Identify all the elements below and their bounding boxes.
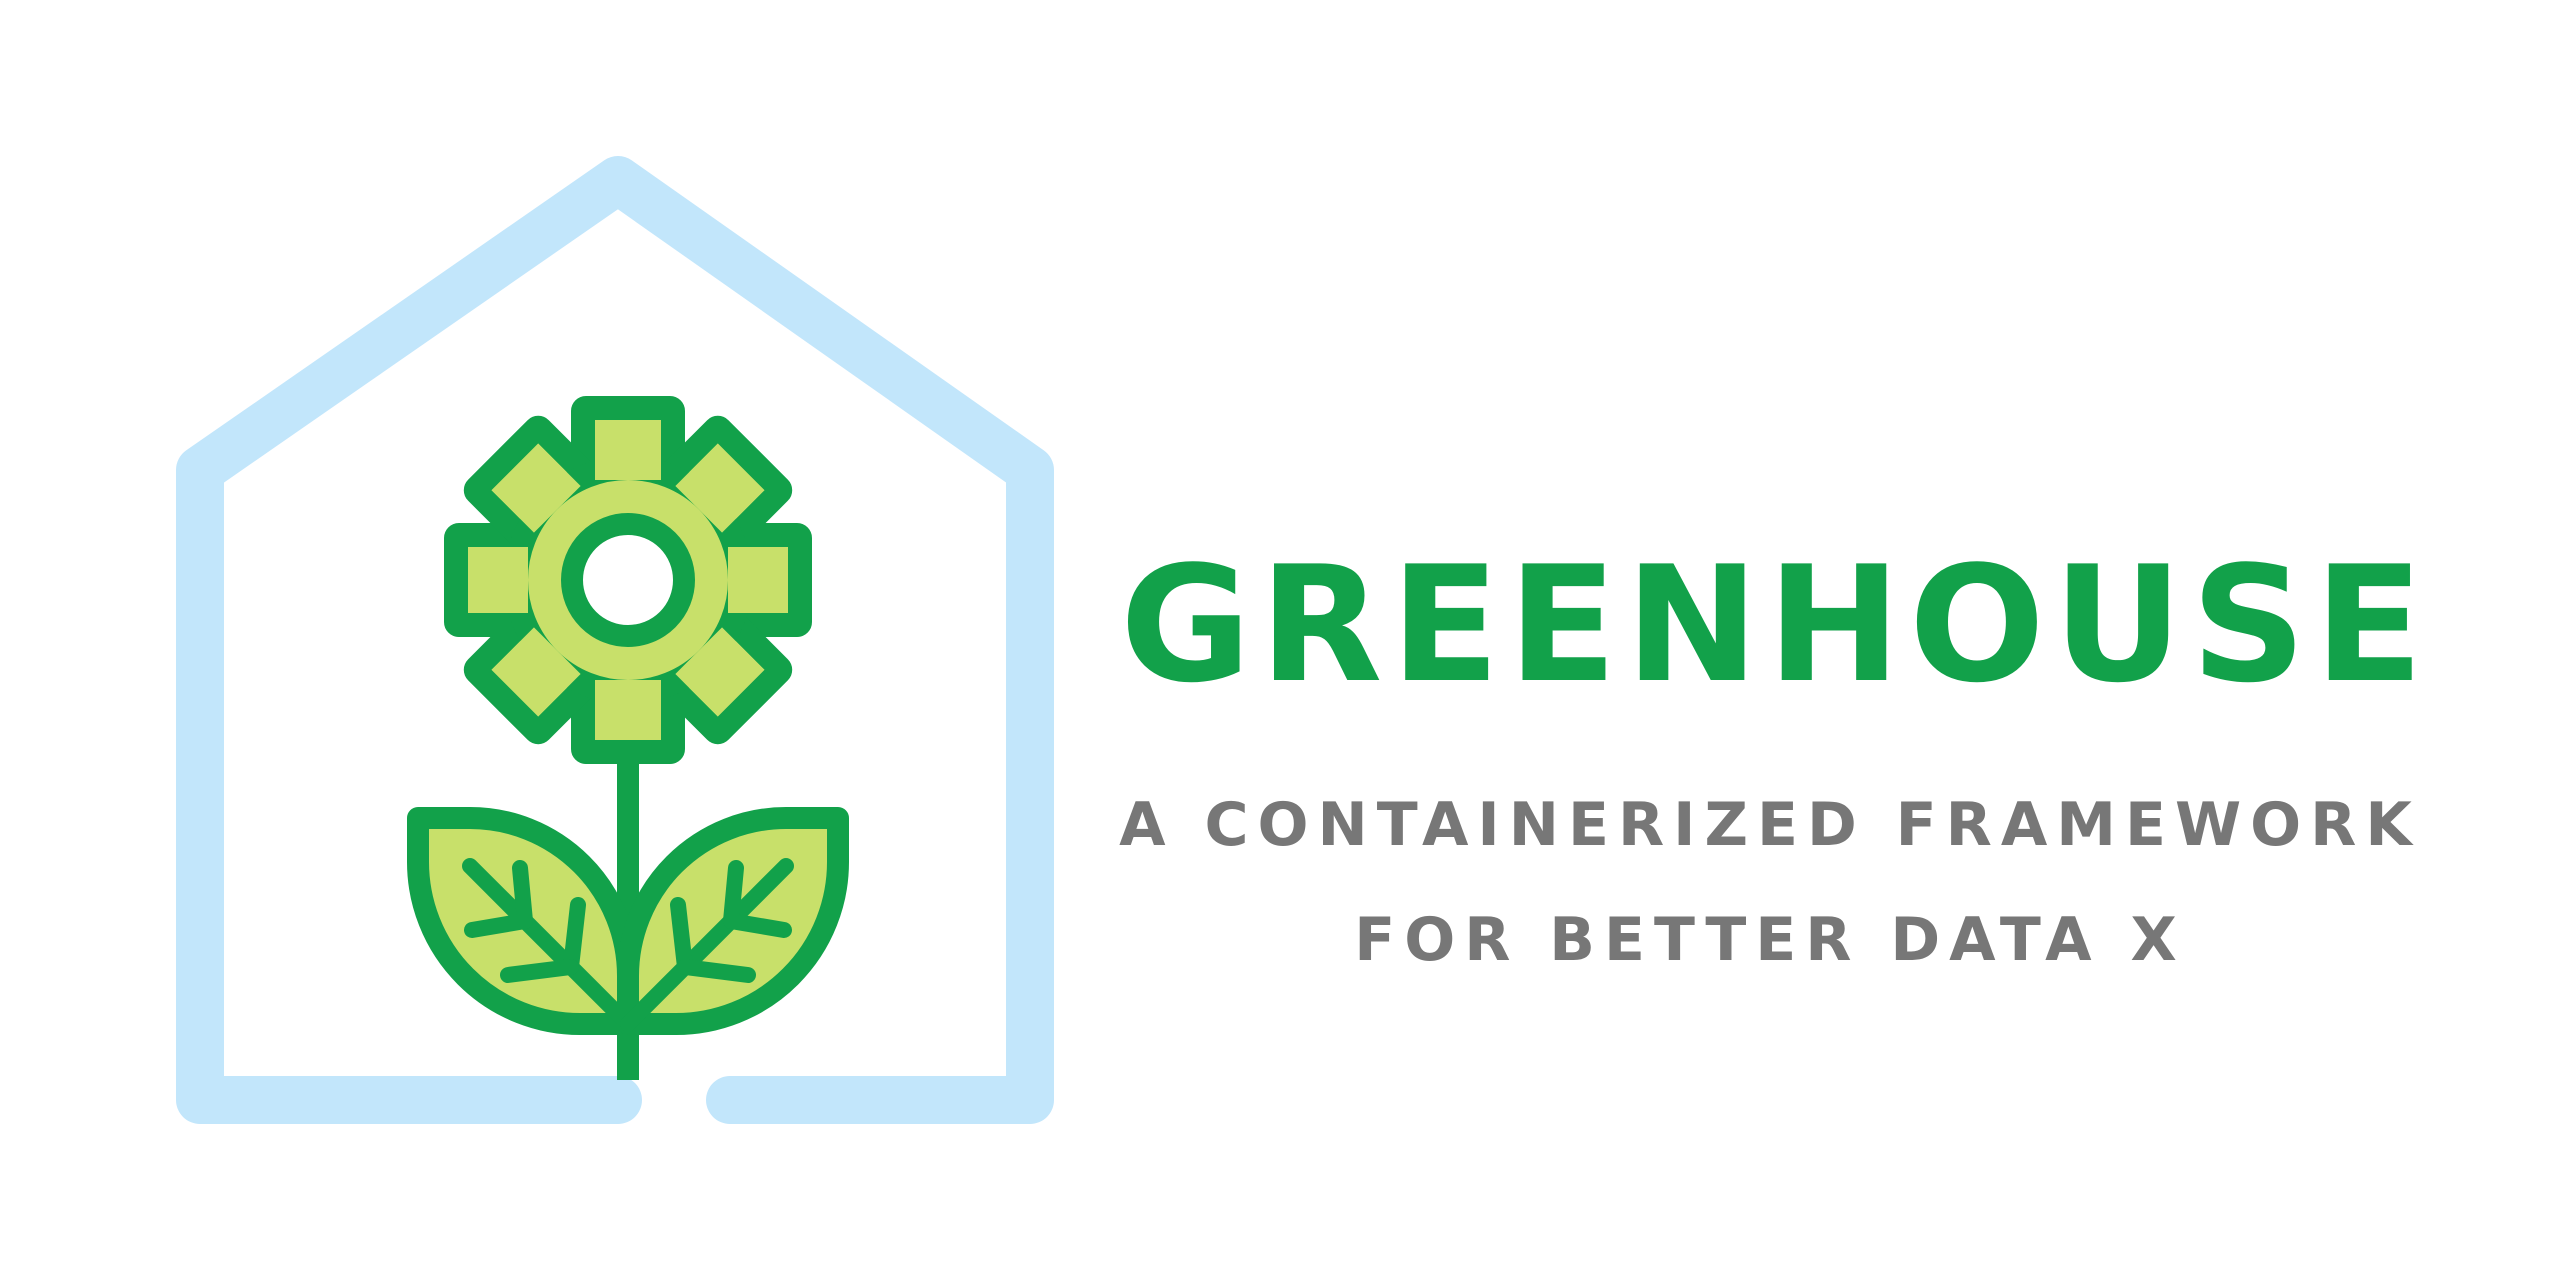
leaf-icon xyxy=(407,807,639,1035)
leaf-icon xyxy=(617,807,849,1035)
tagline-line-1: A CONTAINERIZED FRAMEWORK xyxy=(1119,790,2421,860)
gear-icon xyxy=(444,396,812,764)
house-outline-icon xyxy=(176,156,1054,1124)
tagline-line-2: FOR BETTER DATA X xyxy=(1354,905,2186,975)
logo-title: GREENHOUSE xyxy=(1120,531,2432,718)
